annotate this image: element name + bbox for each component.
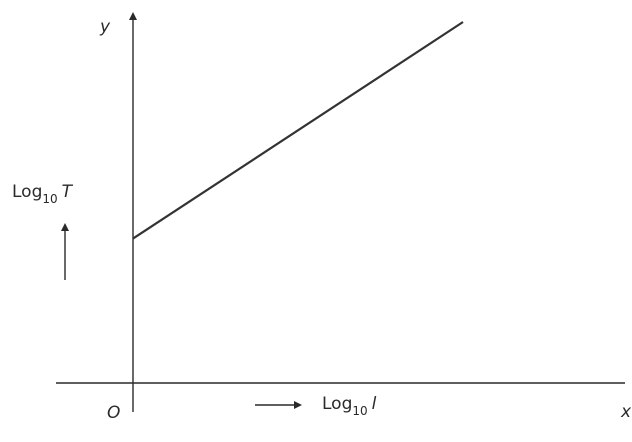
y-label-sub: 10 [42,192,57,206]
plot-area [132,21,464,240]
x-label-base: Log [322,394,352,414]
x-label-sub: 10 [352,404,367,418]
x-label-var: l [372,394,377,414]
series-line-0 [132,21,464,240]
y-label-var: T [62,182,74,202]
y-axis-letter: y [99,17,111,37]
y-axis-label: Log10 T [12,182,74,206]
x-axis-letter: x [620,402,632,422]
origin-label: O [107,403,120,423]
x-axis-label: Log10 l [322,394,377,418]
y-label-base: Log [12,182,42,202]
